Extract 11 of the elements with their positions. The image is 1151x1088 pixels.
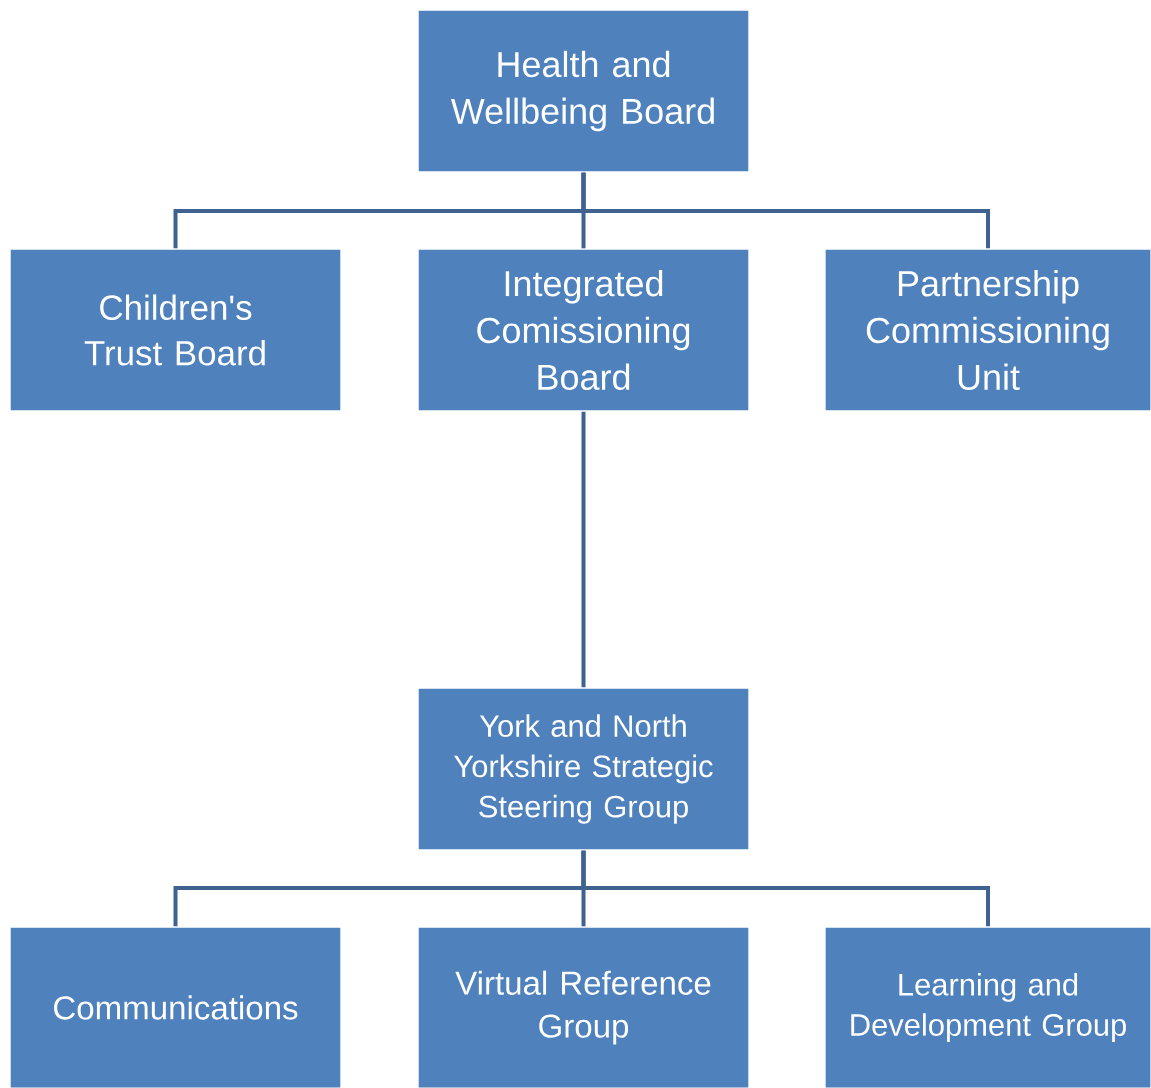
connector-line (581, 172, 990, 249)
org-box: Communications (9, 926, 342, 1088)
org-box: Learning and Development Group (824, 926, 1151, 1088)
connector-line (581, 411, 586, 688)
org-box: York and North Yorkshire Strategic Steering Group (417, 687, 750, 851)
connector-line (581, 850, 990, 927)
org-box: Children's Trust Board (9, 248, 342, 412)
org-box: Integrated Comissioning Board (417, 248, 750, 412)
org-box: Virtual Reference Group (417, 926, 750, 1088)
org-box: Health and Wellbeing Board (417, 9, 750, 173)
org-box: Partnership Commissioning Unit (824, 248, 1151, 412)
